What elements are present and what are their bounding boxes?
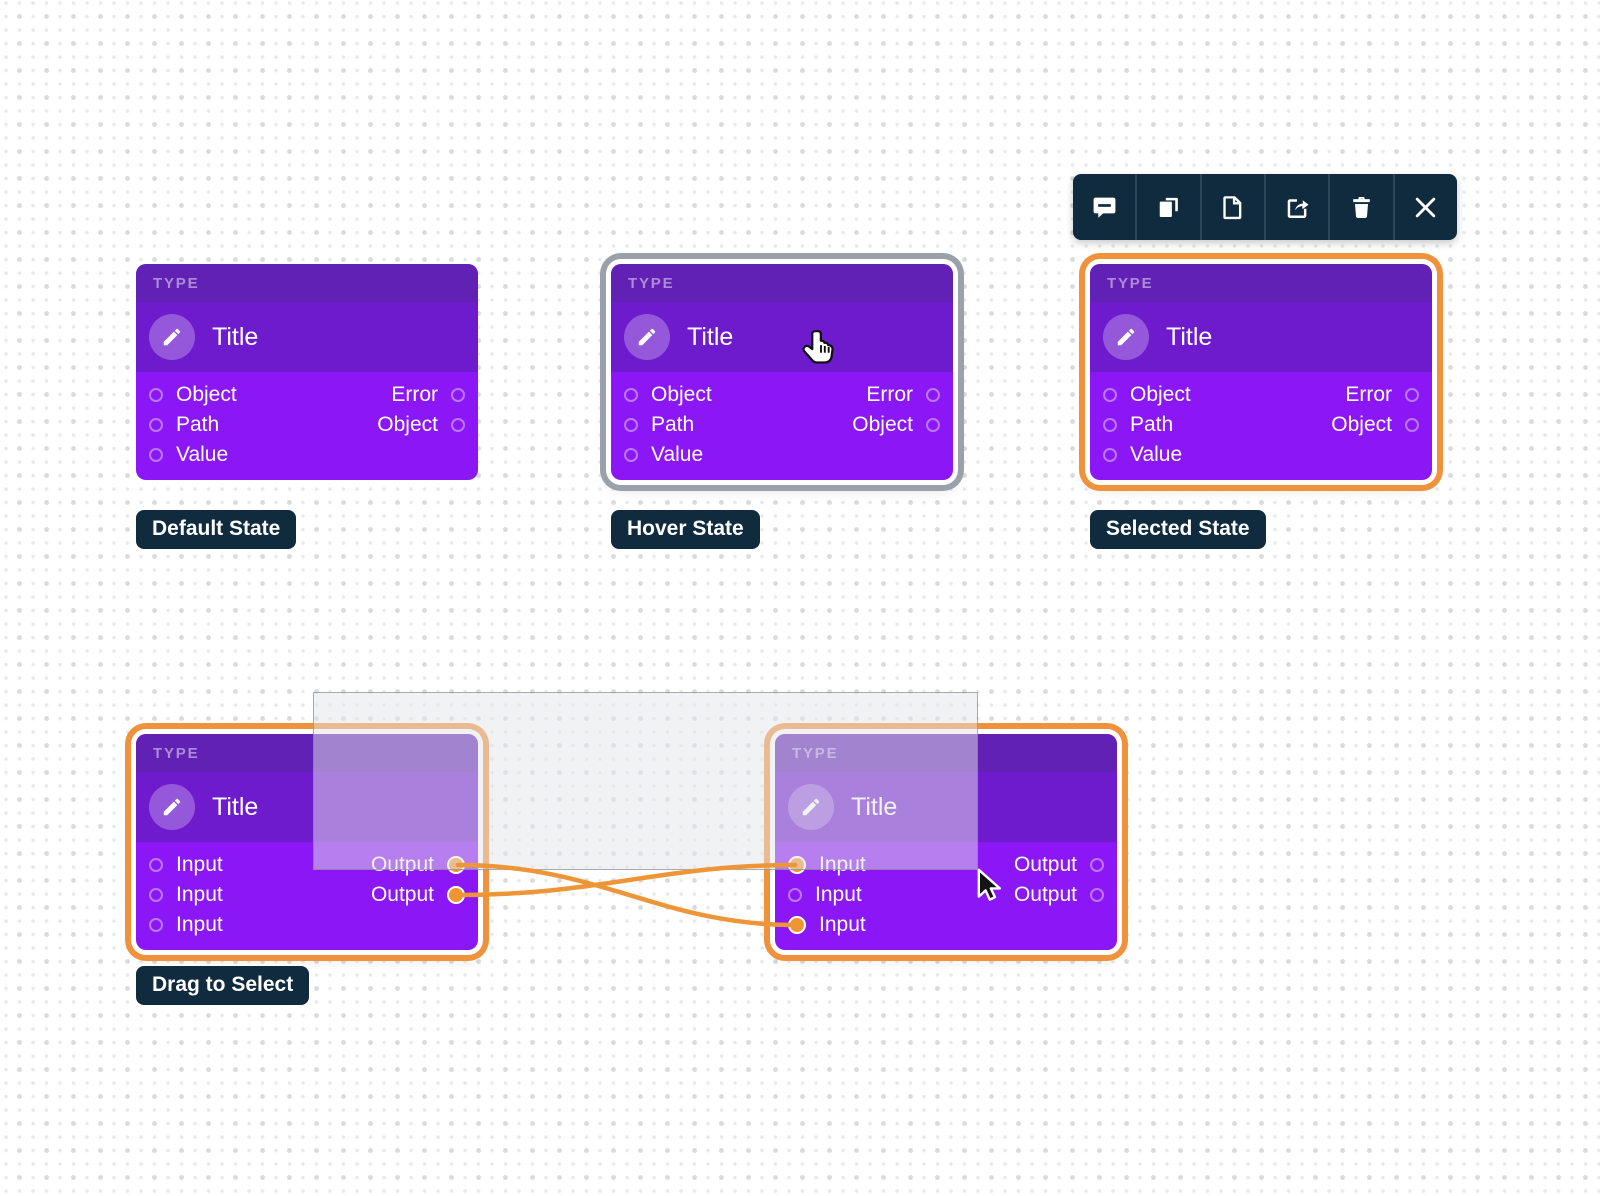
- node-toolbar: [1073, 174, 1457, 240]
- caption-drag-to-select: Drag to Select: [136, 966, 310, 1005]
- input-port[interactable]: [149, 918, 163, 932]
- port-label: Value: [651, 443, 704, 466]
- close-icon: [1412, 194, 1439, 221]
- port-label: Error: [391, 383, 438, 406]
- node-type-label: TYPE: [628, 274, 675, 292]
- port-label: Value: [176, 443, 229, 466]
- port-label: Path: [1130, 413, 1174, 436]
- node-hover-state[interactable]: TYPE Title Object Error Path Object Valu…: [611, 264, 953, 480]
- pencil-icon: [163, 798, 181, 816]
- port-label: Input: [176, 913, 223, 936]
- node-title-row: Title: [1090, 302, 1432, 372]
- output-port[interactable]: [451, 388, 465, 402]
- document-icon: [1219, 194, 1246, 221]
- port-label: Error: [866, 383, 913, 406]
- output-port[interactable]: [451, 418, 465, 432]
- port-label: Object: [377, 413, 438, 436]
- port-label: Error: [1345, 383, 1392, 406]
- pencil-icon: [1117, 328, 1135, 346]
- node-title-row: Title: [611, 302, 953, 372]
- node-type-header: TYPE: [136, 264, 478, 302]
- input-port[interactable]: [149, 448, 163, 462]
- input-port[interactable]: [624, 418, 638, 432]
- port-label: Value: [1130, 443, 1183, 466]
- port-label: Object: [651, 383, 712, 406]
- caption-selected-state: Selected State: [1090, 510, 1266, 549]
- duplicate-button[interactable]: [1135, 174, 1199, 240]
- port-label: Input: [819, 913, 866, 936]
- port-label: Output: [1013, 883, 1077, 906]
- node-title-row: Title: [136, 302, 478, 372]
- document-button[interactable]: [1199, 174, 1264, 240]
- input-port[interactable]: [149, 418, 163, 432]
- port-label: Object: [176, 383, 237, 406]
- node-ports: Object Error Path Object Value: [1090, 372, 1432, 470]
- port-label: Output: [370, 883, 434, 906]
- edit-title-button[interactable]: [149, 784, 195, 830]
- node-title: Title: [212, 322, 259, 351]
- caption-default-state: Default State: [136, 510, 297, 549]
- edit-title-button[interactable]: [149, 314, 195, 360]
- pencil-icon: [638, 328, 656, 346]
- input-port[interactable]: [149, 388, 163, 402]
- node-type-header: TYPE: [1090, 264, 1432, 302]
- port-label: Object: [852, 413, 913, 436]
- node-ports: Object Error Path Object Value: [136, 372, 478, 470]
- input-port[interactable]: [788, 888, 802, 902]
- input-port[interactable]: [624, 388, 638, 402]
- port-label: Input: [815, 883, 862, 906]
- edit-title-button[interactable]: [624, 314, 670, 360]
- input-port-connected[interactable]: [788, 916, 806, 934]
- comment-icon: [1091, 194, 1118, 221]
- port-label: Object: [1130, 383, 1191, 406]
- share-icon: [1284, 194, 1311, 221]
- input-port[interactable]: [149, 858, 163, 872]
- input-port[interactable]: [1103, 388, 1117, 402]
- node-title: Title: [212, 792, 259, 821]
- port-label: Path: [651, 413, 695, 436]
- node-type-header: TYPE: [611, 264, 953, 302]
- node-type-label: TYPE: [153, 744, 200, 762]
- node-selected-state[interactable]: TYPE Title Object Error Path Object Valu…: [1090, 264, 1432, 480]
- port-label: Output: [1013, 853, 1077, 876]
- node-title: Title: [1166, 322, 1213, 351]
- port-label: Object: [1331, 413, 1392, 436]
- share-button[interactable]: [1263, 174, 1328, 240]
- output-port[interactable]: [1090, 858, 1104, 872]
- node-title: Title: [687, 322, 734, 351]
- node-type-label: TYPE: [1107, 274, 1154, 292]
- output-port[interactable]: [1405, 388, 1419, 402]
- port-label: Input: [176, 853, 223, 876]
- edge-output1-to-input3[interactable]: [455, 862, 798, 928]
- edit-title-button[interactable]: [1103, 314, 1149, 360]
- input-port[interactable]: [624, 448, 638, 462]
- duplicate-icon: [1155, 194, 1182, 221]
- trash-button[interactable]: [1328, 174, 1392, 240]
- port-label: Path: [176, 413, 220, 436]
- comment-button[interactable]: [1073, 174, 1135, 240]
- output-port-connected[interactable]: [447, 886, 465, 904]
- output-port[interactable]: [926, 418, 940, 432]
- node-default-state[interactable]: TYPE Title Object Error Path Object Valu…: [136, 264, 478, 480]
- close-button[interactable]: [1392, 174, 1457, 240]
- input-port[interactable]: [149, 888, 163, 902]
- input-port[interactable]: [1103, 448, 1117, 462]
- output-port[interactable]: [926, 388, 940, 402]
- pencil-icon: [163, 328, 181, 346]
- node-type-label: TYPE: [153, 274, 200, 292]
- drag-selection-rectangle: [313, 692, 978, 870]
- output-port[interactable]: [1405, 418, 1419, 432]
- trash-icon: [1348, 194, 1375, 221]
- input-port[interactable]: [1103, 418, 1117, 432]
- output-port[interactable]: [1090, 888, 1104, 902]
- port-label: Input: [176, 883, 223, 906]
- node-ports: Object Error Path Object Value: [611, 372, 953, 470]
- caption-hover-state: Hover State: [611, 510, 760, 549]
